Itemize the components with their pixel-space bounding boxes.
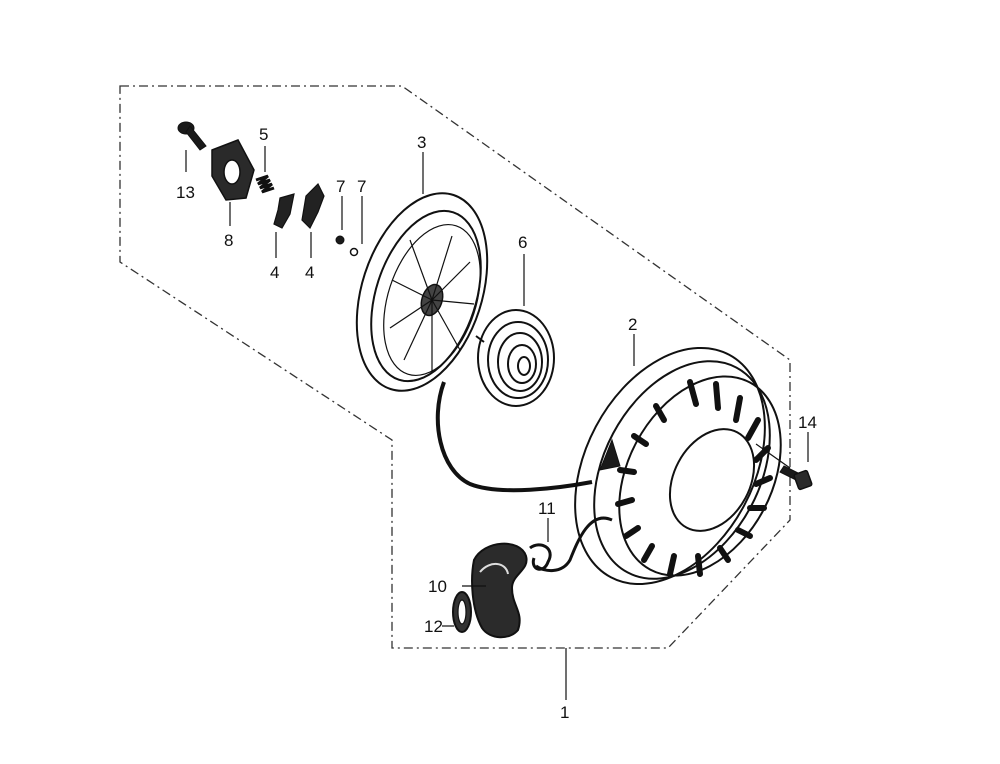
callout-13: 13 [176,183,195,202]
callout-7-left: 7 [336,177,345,196]
callout-4-right: 4 [305,263,314,282]
callout-7-right: 7 [357,177,366,196]
part-4-ratchet-left [273,193,295,258]
part-8-ratchet-guide [211,139,255,226]
part-12-grip-cap [442,591,472,633]
callout-14: 14 [798,413,817,432]
part-10-grip [462,542,528,639]
part-14-flange-bolt [755,432,813,491]
callout-12: 12 [424,617,443,636]
part-6-spiral-spring [475,254,555,407]
part-2-starter-case [574,334,782,586]
callout-8: 8 [224,231,233,250]
part-5-spring [255,146,275,194]
callout-4-left: 4 [270,263,279,282]
part-3-reel [355,152,489,392]
part-7-pins [335,196,363,257]
assembly-boundary [119,85,791,649]
callout-10: 10 [428,577,447,596]
callout-2: 2 [628,315,637,334]
callout-11: 11 [538,499,556,518]
part-4-ratchet-right [301,182,325,258]
callout-5: 5 [259,125,268,144]
starter-rope [435,381,593,493]
callout-6: 6 [518,233,527,252]
callout-1: 1 [560,703,569,722]
part-11-knot [529,518,552,571]
part-13-bolt [177,121,207,172]
callout-3: 3 [417,133,426,152]
